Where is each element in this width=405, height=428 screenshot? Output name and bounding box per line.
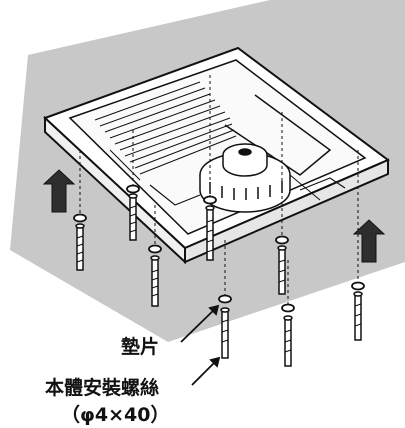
grille <box>94 81 346 206</box>
screw-threads <box>76 205 362 353</box>
fan-icon <box>199 143 291 213</box>
screw-spec-label: （φ4×40） <box>61 404 170 426</box>
washer-icon <box>73 184 365 313</box>
fan-body <box>43 46 390 265</box>
screw-label: 本體安裝螺絲 <box>45 377 160 399</box>
washer-label: 墊片 <box>121 336 160 358</box>
up-arrow-icon <box>42 169 386 263</box>
guide-lines <box>79 75 359 306</box>
callout-leaders <box>180 304 221 386</box>
